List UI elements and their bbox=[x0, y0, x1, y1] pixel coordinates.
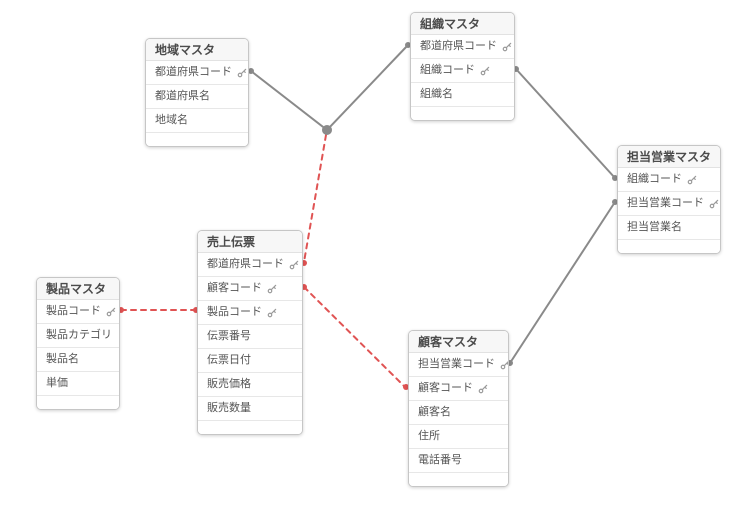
field-label: 組織コード bbox=[627, 173, 682, 185]
field-row-organization-1[interactable]: 組織コード bbox=[411, 59, 514, 83]
field-row-salesrep-0[interactable]: 組織コード bbox=[618, 168, 720, 192]
field-label: 都道府県コード bbox=[155, 66, 232, 78]
connection-organization-salesrep[interactable] bbox=[515, 68, 616, 179]
entity-table-salesrep[interactable]: 担当営業マスタ組織コード担当営業コード担当営業名 bbox=[617, 145, 721, 254]
field-label: 地域名 bbox=[155, 114, 188, 126]
field-label: 都道府県コード bbox=[420, 40, 497, 52]
field-row-salesslip-4[interactable]: 伝票日付 bbox=[198, 349, 302, 373]
field-row-salesslip-5[interactable]: 販売価格 bbox=[198, 373, 302, 397]
connector-endpoint bbox=[612, 199, 618, 205]
field-label: 住所 bbox=[418, 430, 440, 442]
field-label: 製品名 bbox=[46, 353, 79, 365]
entity-table-customer[interactable]: 顧客マスタ担当営業コード顧客コード顧客名住所電話番号 bbox=[408, 330, 509, 487]
field-label: 組織コード bbox=[420, 64, 475, 76]
table-title-salesrep[interactable]: 担当営業マスタ bbox=[618, 146, 720, 168]
connection-customer-salesrep[interactable] bbox=[509, 201, 616, 364]
table-title-product[interactable]: 製品マスタ bbox=[37, 278, 119, 300]
field-row-customer-2[interactable]: 顧客名 bbox=[409, 401, 508, 425]
field-row-product-2[interactable]: 製品名 bbox=[37, 348, 119, 372]
table-footer bbox=[198, 421, 302, 434]
key-icon bbox=[267, 284, 277, 294]
table-title-customer[interactable]: 顧客マスタ bbox=[409, 331, 508, 353]
field-row-customer-4[interactable]: 電話番号 bbox=[409, 449, 508, 473]
table-footer bbox=[146, 133, 248, 146]
key-icon bbox=[478, 384, 488, 394]
field-label: 伝票番号 bbox=[207, 330, 251, 342]
field-row-salesrep-1[interactable]: 担当営業コード bbox=[618, 192, 720, 216]
field-row-customer-0[interactable]: 担当営業コード bbox=[409, 353, 508, 377]
field-row-region-1[interactable]: 都道府県名 bbox=[146, 85, 248, 109]
field-label: 顧客コード bbox=[207, 282, 262, 294]
connection-region-junction[interactable] bbox=[250, 70, 328, 131]
field-row-region-2[interactable]: 地域名 bbox=[146, 109, 248, 133]
connector-endpoint bbox=[405, 42, 411, 48]
table-footer bbox=[618, 240, 720, 253]
field-label: 組織名 bbox=[420, 88, 453, 100]
key-icon bbox=[709, 199, 719, 209]
field-row-organization-0[interactable]: 都道府県コード bbox=[411, 35, 514, 59]
entity-table-product[interactable]: 製品マスタ製品コード製品カテゴリ製品名単価 bbox=[36, 277, 120, 410]
field-row-salesslip-0[interactable]: 都道府県コード bbox=[198, 253, 302, 277]
key-icon bbox=[502, 42, 512, 52]
entity-table-region[interactable]: 地域マスタ都道府県コード都道府県名地域名 bbox=[145, 38, 249, 147]
field-row-customer-1[interactable]: 顧客コード bbox=[409, 377, 508, 401]
field-row-salesslip-6[interactable]: 販売数量 bbox=[198, 397, 302, 421]
junction-node[interactable] bbox=[322, 125, 332, 135]
field-label: 単価 bbox=[46, 377, 68, 389]
key-icon bbox=[687, 175, 697, 185]
field-label: 担当営業コード bbox=[418, 358, 495, 370]
field-label: 製品コード bbox=[46, 305, 101, 317]
table-title-organization[interactable]: 組織マスタ bbox=[411, 13, 514, 35]
field-label: 電話番号 bbox=[418, 454, 462, 466]
table-footer bbox=[409, 473, 508, 486]
field-row-customer-3[interactable]: 住所 bbox=[409, 425, 508, 449]
table-footer bbox=[411, 107, 514, 120]
key-icon bbox=[500, 360, 508, 370]
field-row-organization-2[interactable]: 組織名 bbox=[411, 83, 514, 107]
connection-junction-organization[interactable] bbox=[326, 44, 409, 131]
field-label: 製品カテゴリ bbox=[46, 329, 112, 341]
field-row-product-1[interactable]: 製品カテゴリ bbox=[37, 324, 119, 348]
connector-endpoint bbox=[612, 175, 618, 181]
key-icon bbox=[237, 68, 247, 78]
key-icon bbox=[289, 260, 299, 270]
field-row-salesslip-3[interactable]: 伝票番号 bbox=[198, 325, 302, 349]
field-label: 顧客コード bbox=[418, 382, 473, 394]
key-icon bbox=[480, 66, 490, 76]
field-label: 顧客名 bbox=[418, 406, 451, 418]
connection-salesslip-customer[interactable] bbox=[303, 286, 406, 388]
connector-endpoint-red bbox=[403, 384, 409, 390]
field-label: 都道府県名 bbox=[155, 90, 210, 102]
table-title-salesslip[interactable]: 売上伝票 bbox=[198, 231, 302, 253]
field-row-product-3[interactable]: 単価 bbox=[37, 372, 119, 396]
entity-table-salesslip[interactable]: 売上伝票都道府県コード顧客コード製品コード伝票番号伝票日付販売価格販売数量 bbox=[197, 230, 303, 435]
field-row-region-0[interactable]: 都道府県コード bbox=[146, 61, 248, 85]
entity-table-organization[interactable]: 組織マスタ都道府県コード組織コード組織名 bbox=[410, 12, 515, 121]
field-label: 都道府県コード bbox=[207, 258, 284, 270]
field-row-salesslip-1[interactable]: 顧客コード bbox=[198, 277, 302, 301]
table-footer bbox=[37, 396, 119, 409]
field-row-salesslip-2[interactable]: 製品コード bbox=[198, 301, 302, 325]
field-label: 販売数量 bbox=[207, 402, 251, 414]
field-row-salesrep-2[interactable]: 担当営業名 bbox=[618, 216, 720, 240]
field-row-product-0[interactable]: 製品コード bbox=[37, 300, 119, 324]
field-label: 伝票日付 bbox=[207, 354, 251, 366]
field-label: 担当営業名 bbox=[627, 221, 682, 233]
field-label: 製品コード bbox=[207, 306, 262, 318]
key-icon bbox=[106, 307, 116, 317]
connector-endpoint bbox=[248, 68, 254, 74]
table-title-region[interactable]: 地域マスタ bbox=[146, 39, 248, 61]
key-icon bbox=[267, 308, 277, 318]
connection-junction-salesslip[interactable] bbox=[303, 134, 327, 263]
field-label: 担当営業コード bbox=[627, 197, 704, 209]
field-label: 販売価格 bbox=[207, 378, 251, 390]
